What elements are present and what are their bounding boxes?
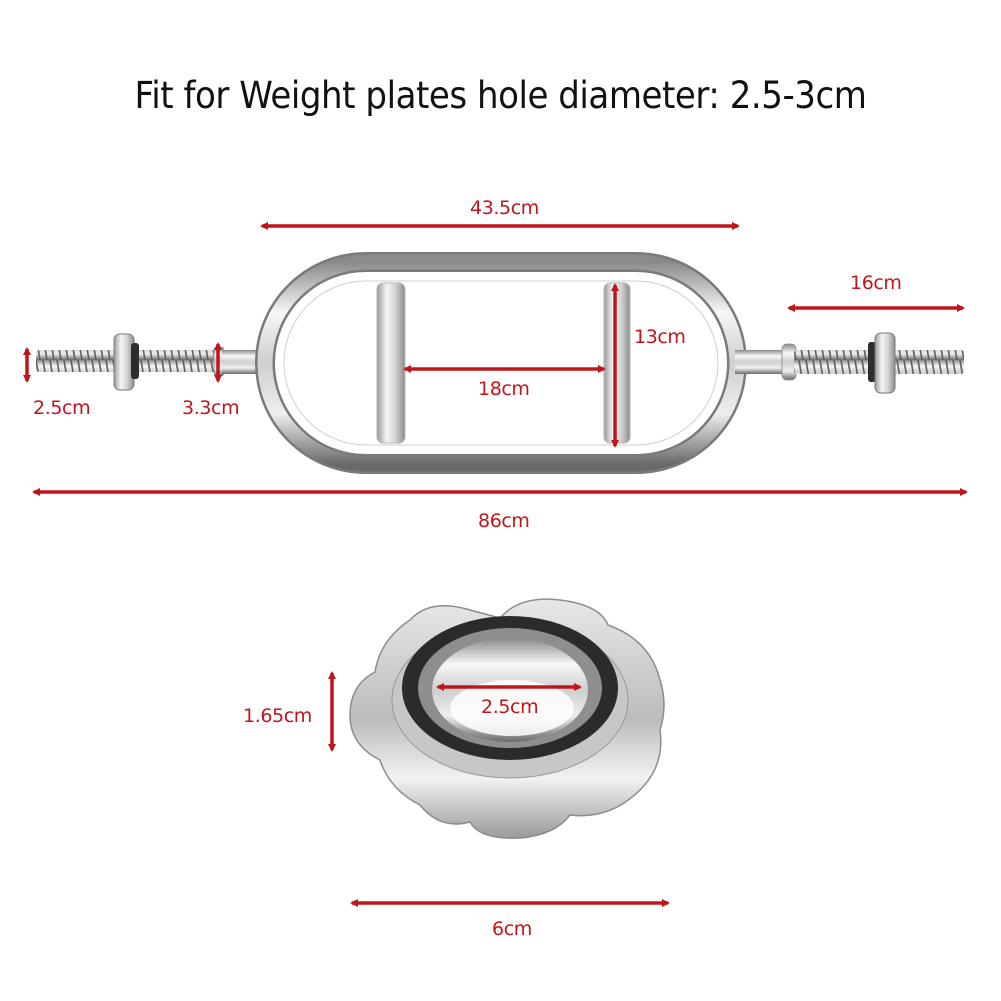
tricep-bar-illustration [36,252,964,474]
right-collar-nut [868,332,896,394]
label-frame-length: 43.5cm [470,197,539,219]
label-total-length: 86cm [478,510,530,532]
label-handle-height: 13cm [634,326,686,348]
grip-left [376,282,406,444]
left-collar-nut [113,333,139,391]
label-thread-diameter: 2.5cm [33,397,91,419]
grip-right [603,282,631,444]
label-collar-height: 1.65cm [243,705,312,727]
label-sleeve-length: 16cm [850,272,902,294]
right-shaft [735,350,785,374]
label-stop-diameter: 3.3cm [182,397,240,419]
label-collar-inner-diameter: 2.5cm [481,696,539,718]
label-collar-width: 6cm [492,918,532,940]
page-title: Fit for Weight plates hole diameter: 2.5… [134,74,867,117]
label-grip-spacing: 18cm [478,378,530,400]
collar-illustration [349,598,665,839]
